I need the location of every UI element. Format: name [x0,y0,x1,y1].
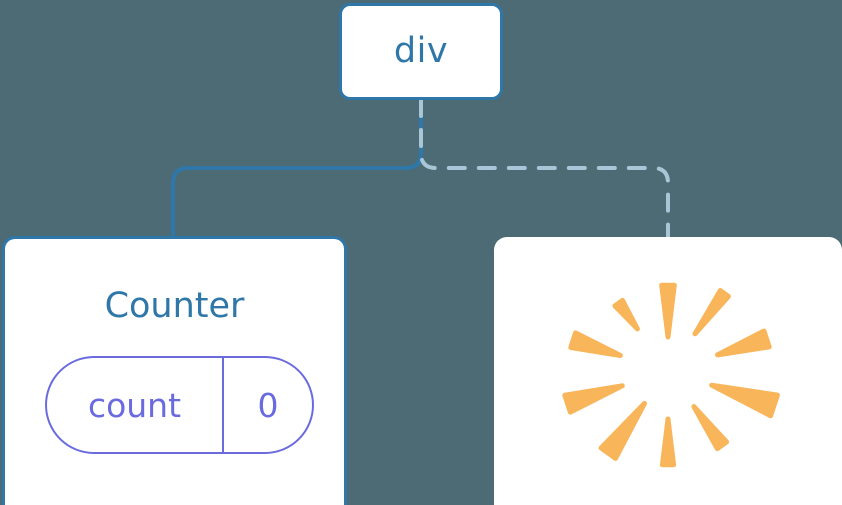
burst-ray-8 [568,330,623,358]
counter-state-pill[interactable]: count 0 [45,356,314,454]
burst-ray-7 [562,383,625,415]
burst-ray-4 [691,404,730,452]
burst-ray-2 [715,328,772,358]
edge-div-to-counter [171,98,423,240]
burst-ray-1 [692,288,731,337]
sparkle-burst-icon [562,282,780,468]
div-node-title: div [393,31,449,71]
div-node[interactable]: div [339,3,503,100]
burst-ray-3 [709,382,780,419]
burst-node[interactable] [494,237,842,505]
burst-ray-6 [598,400,647,461]
state-key-label: count [47,358,224,452]
burst-ray-0 [659,282,677,340]
counter-node[interactable]: Counter count 0 [2,236,347,505]
edge-div-to-burst [419,98,670,240]
burst-ray-9 [612,297,640,332]
burst-ray-5 [659,416,677,468]
counter-node-title: Counter [104,286,245,326]
state-value-label: 0 [257,385,279,425]
